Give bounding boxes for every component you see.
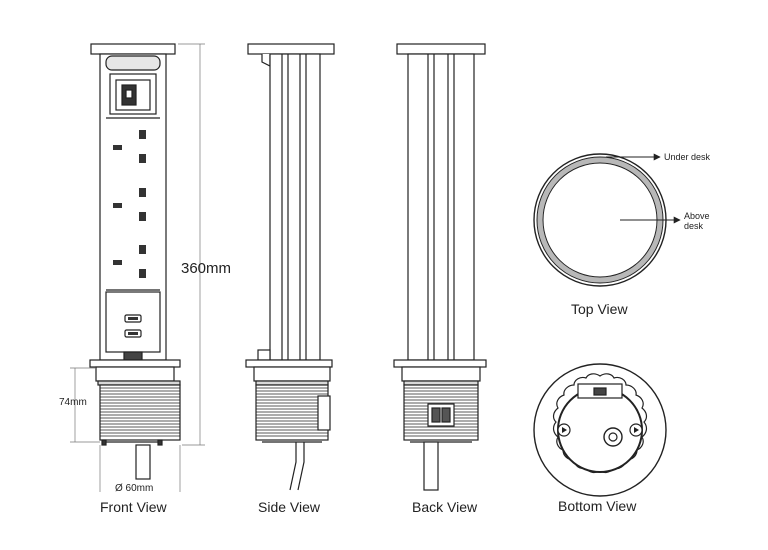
top-view-title: Top View	[571, 301, 628, 317]
above-desk-label-line2: desk	[684, 221, 704, 231]
collar-dimension-label: 74mm	[59, 397, 87, 408]
side-view-title: Side View	[258, 499, 321, 515]
side-view-drawing	[245, 43, 335, 491]
front-view-title: Front View	[100, 499, 167, 515]
back-view-drawing	[393, 43, 487, 491]
diameter-dimension-label: Ø 60mm	[115, 483, 154, 494]
under-desk-label: Under desk	[664, 152, 711, 162]
bottom-view-drawing	[533, 363, 667, 497]
bottom-view-title: Bottom View	[558, 498, 637, 514]
collar-dimension-line	[70, 367, 100, 443]
front-view-drawing	[89, 43, 181, 480]
height-dimension-label: 360mm	[181, 260, 232, 277]
top-view-drawing	[533, 153, 667, 287]
above-desk-label-line1: Above	[684, 211, 710, 221]
back-view-title: Back View	[412, 499, 478, 515]
diameter-dimension-line	[99, 445, 181, 492]
above-desk-label: Above desk	[684, 211, 710, 231]
height-dimension-line	[178, 43, 205, 446]
